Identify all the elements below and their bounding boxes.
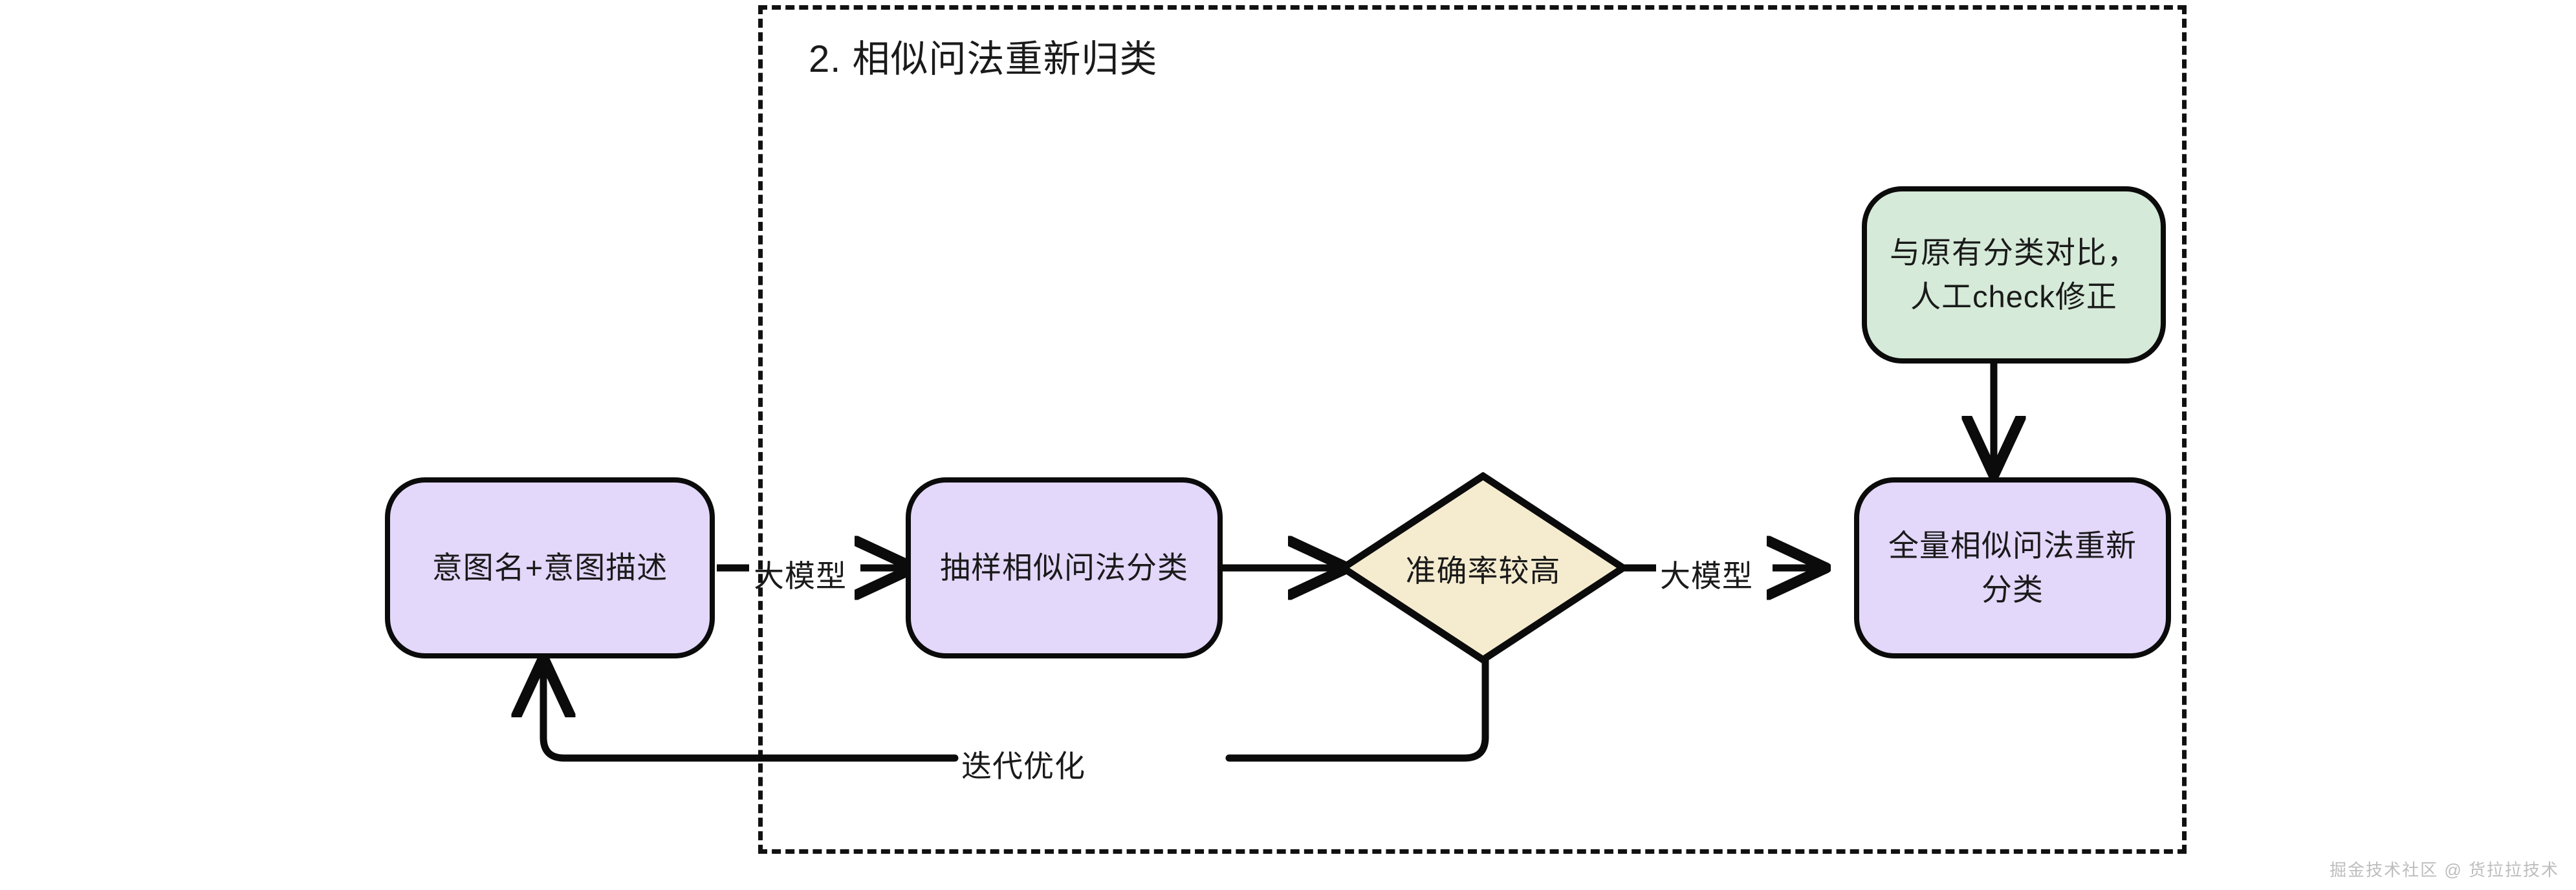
node-full-reclassify-label-line1: 全量相似问法重新	[1888, 528, 2137, 563]
edge-label-large-model-1: 大模型	[754, 559, 847, 593]
group-title: 2. 相似问法重新归类	[809, 38, 1158, 80]
node-full-reclassify-label-line2: 分类	[1981, 572, 2044, 607]
node-intent[interactable]: 意图名+意图描述	[385, 477, 715, 658]
node-intent-label: 意图名+意图描述	[431, 550, 668, 585]
group-container-similar-question-regroup	[758, 5, 2187, 854]
edge-label-iterative-optimization: 迭代优化	[961, 749, 1086, 783]
node-manual-check-label-line2: 人工check修正	[1910, 279, 2117, 314]
edge-label-large-model-2: 大模型	[1660, 559, 1753, 593]
node-accuracy-check[interactable]: 准确率较高	[1339, 472, 1627, 664]
node-sample-classify[interactable]: 抽样相似问法分类	[906, 477, 1223, 658]
diamond-shape	[1339, 472, 1627, 664]
node-sample-classify-label: 抽样相似问法分类	[940, 550, 1188, 585]
watermark: 掘金技术社区 @ 货拉拉技术	[2330, 860, 2559, 880]
node-manual-check[interactable]: 与原有分类对比， 人工check修正	[1862, 186, 2166, 364]
node-manual-check-label-line1: 与原有分类对比，	[1890, 235, 2138, 270]
node-full-reclassify[interactable]: 全量相似问法重新 分类	[1854, 477, 2171, 658]
